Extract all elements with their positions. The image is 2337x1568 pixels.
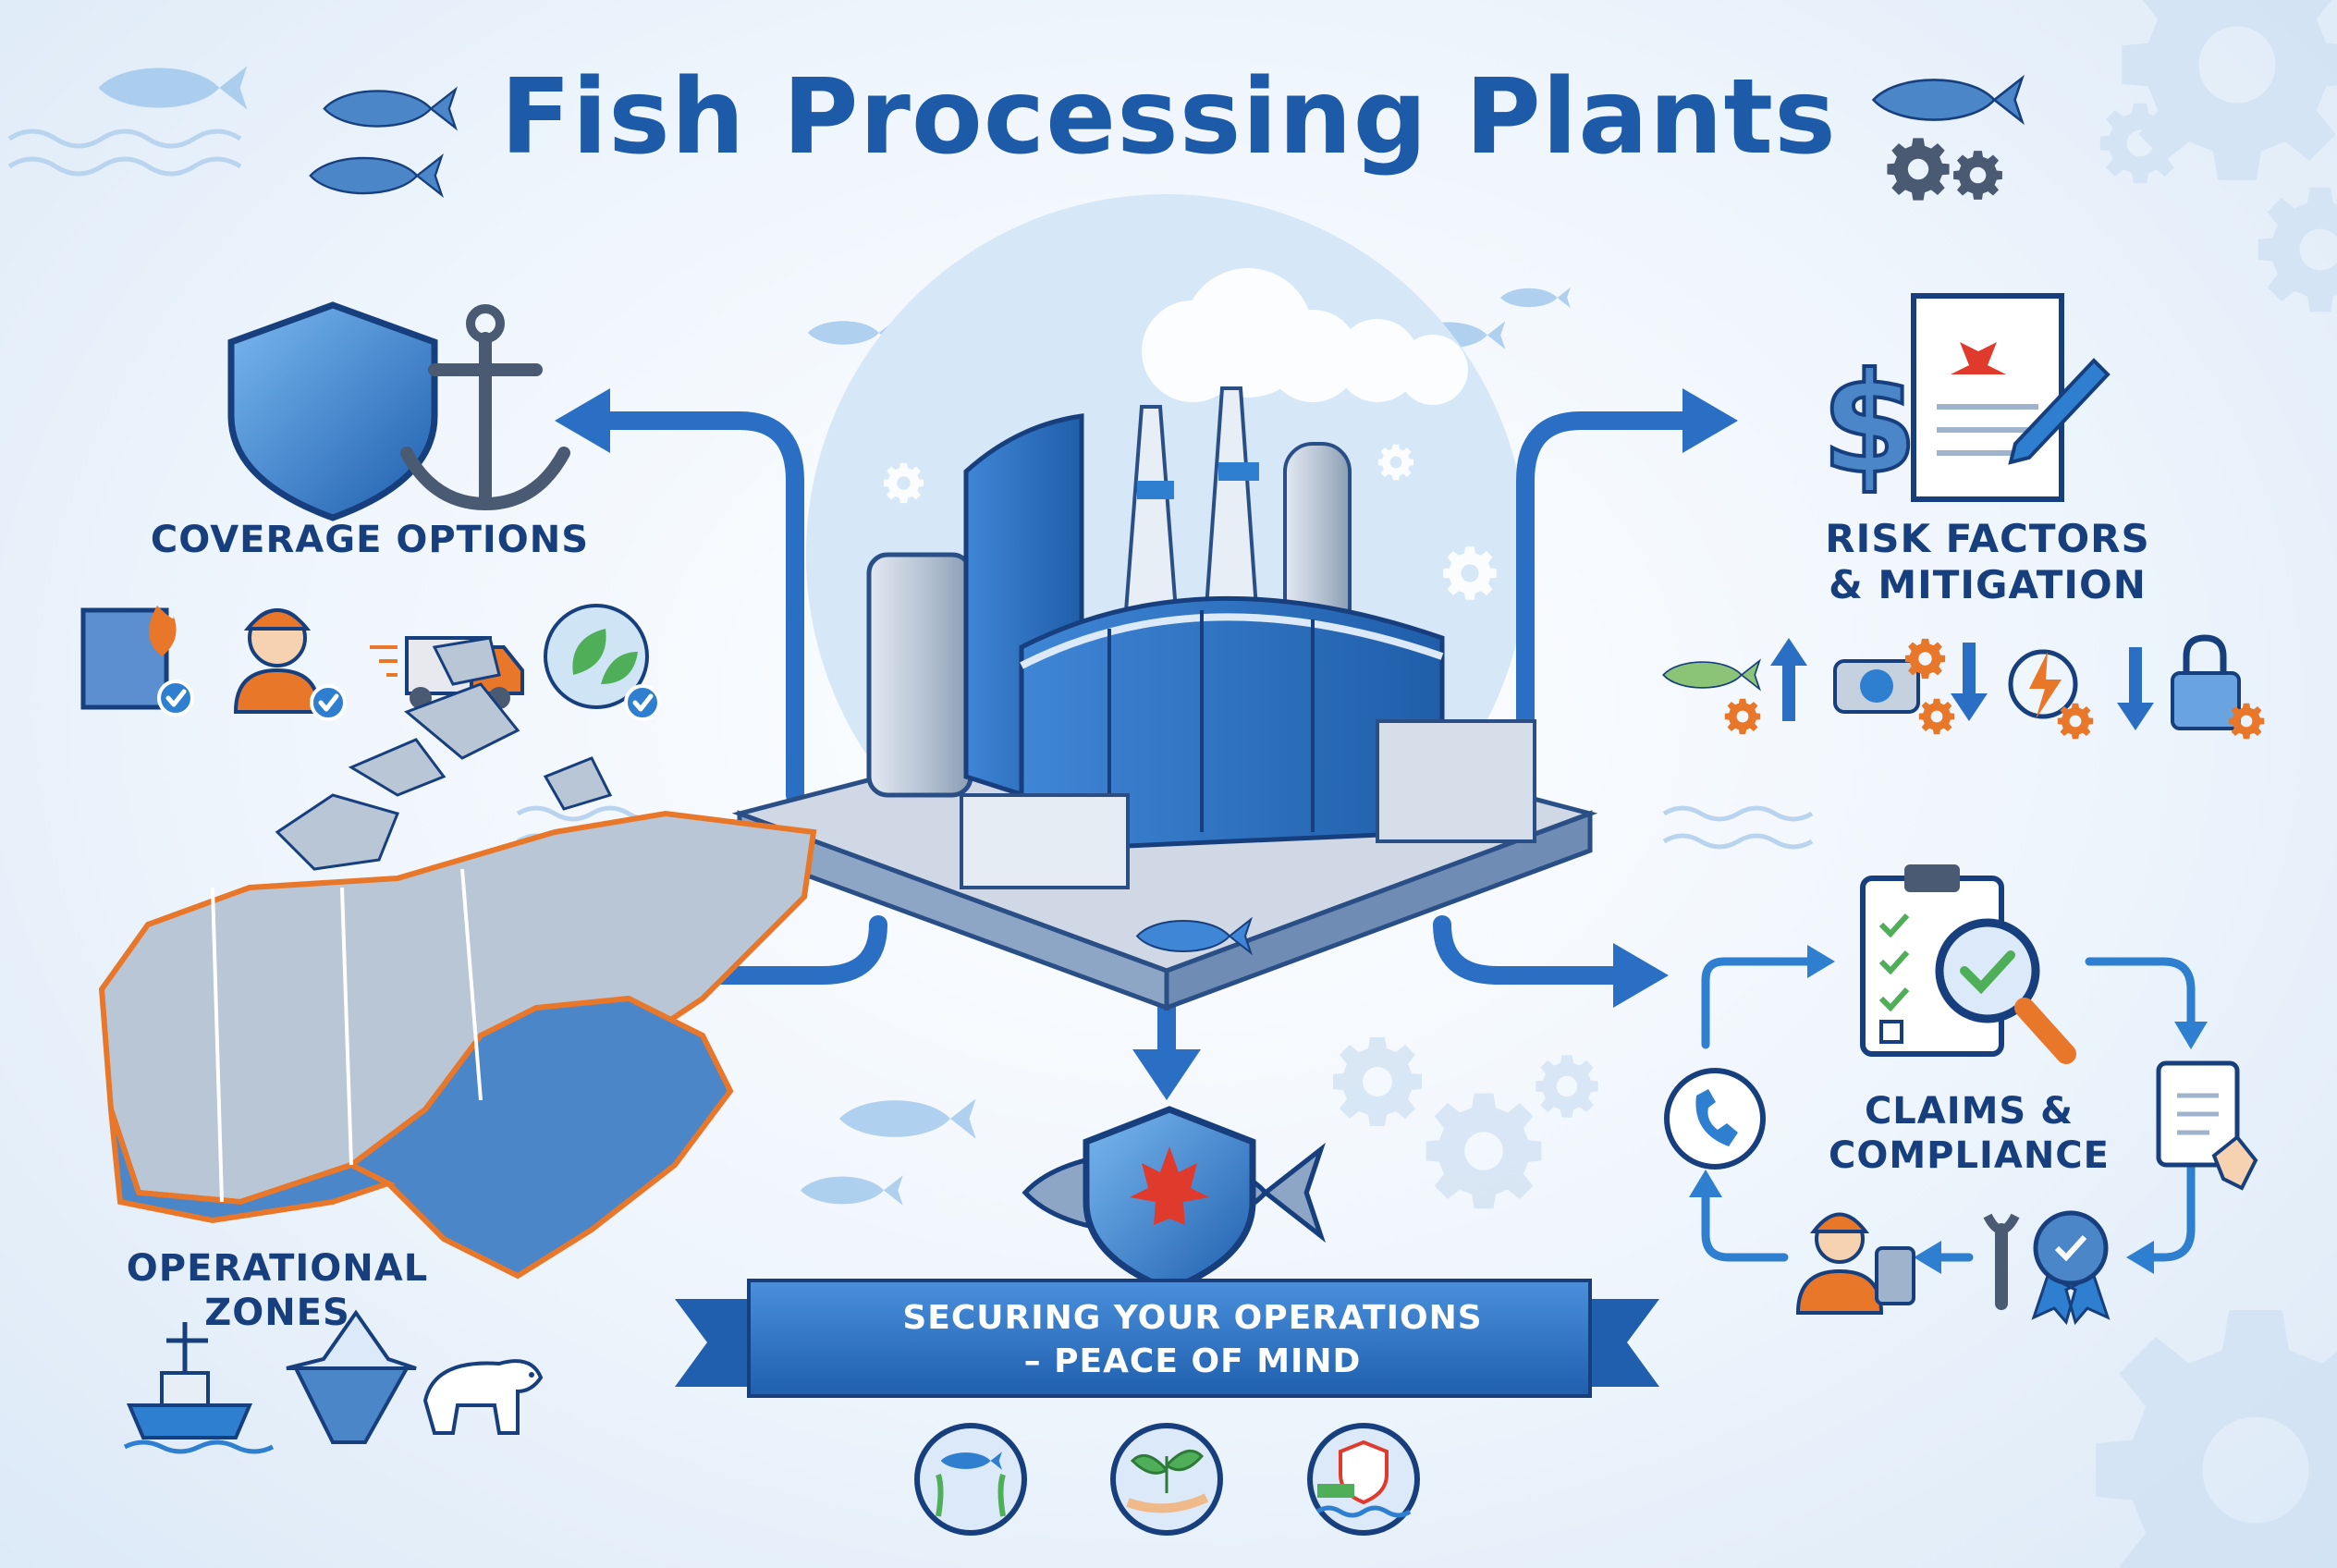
coverage-options-heading: COVERAGE OPTIONS [111,518,629,562]
claims-compliance-line2: COMPLIANCE [1829,1134,2110,1177]
lightning-gear-icon [2008,649,2094,740]
lock-gear-icon [2171,634,2265,740]
iceberg-icon [286,1309,417,1444]
polar-bear-icon [422,1359,544,1435]
banner-ribbon [675,1279,1659,1398]
phone-icon [1664,1068,1766,1170]
banner-text: SECURING YOUR OPERATIONS – PEACE OF MIND [758,1297,1627,1384]
dollar-document-pen-icon: $ [1819,293,2111,507]
risk-factors-line1: RISK FACTORS [1825,516,2150,561]
worker-icon [233,608,345,719]
harbor-shield-icon [1307,1423,1420,1536]
banner-line1: SECURING YOUR OPERATIONS [902,1299,1483,1337]
eco-leaf-icon [544,604,659,719]
operational-zones-line2: ZONES [204,1292,350,1334]
arrow-down-icon [1951,643,1988,721]
coverage-shield-anchor-icon [227,301,570,521]
canada-map [98,636,817,1280]
factory-illustration [731,386,1598,1011]
wrench-icon [1983,1213,2020,1310]
risk-factors-heading: RISK FACTORS & MITIGATION [1756,516,2219,609]
fishing-boat-icon [123,1322,275,1454]
svg-text:$: $ [1821,344,1917,505]
magnifier-check-icon [1935,918,2076,1064]
marine-life-icon [914,1423,1027,1536]
claims-compliance-heading: CLAIMS & COMPLIANCE [1812,1089,2126,1178]
claims-cycle-arrowheads [1689,945,2208,1274]
banner-line2: – PEACE OF MIND [1023,1341,1362,1380]
fish-gear-icon [1662,659,1761,735]
clouds [1142,268,1468,405]
risk-factors-line2: & MITIGATION [1829,562,2147,608]
operational-zones-line1: OPERATIONAL [126,1247,429,1290]
machine-gear-icon [1833,638,1955,735]
award-ribbon-icon [2031,1210,2111,1326]
canada-shield-fish-icon [1025,1106,1321,1293]
claims-compliance-line1: CLAIMS & [1864,1090,2074,1133]
coverage-options-label: COVERAGE OPTIONS [150,519,590,561]
arrow-down-icon [2117,647,2154,730]
claims-cycle-arrows [1701,957,2196,1262]
worker-tablet-icon [1795,1212,1915,1315]
operational-zones-heading: OPERATIONAL ZONES [92,1246,462,1335]
building-fire-icon [80,606,192,715]
clipboard-hand-icon [2156,1060,2258,1191]
plant-hand-icon [1110,1423,1223,1536]
arrow-up-icon [1770,638,1807,721]
page-title: Fish Processing Plants [500,57,1837,178]
